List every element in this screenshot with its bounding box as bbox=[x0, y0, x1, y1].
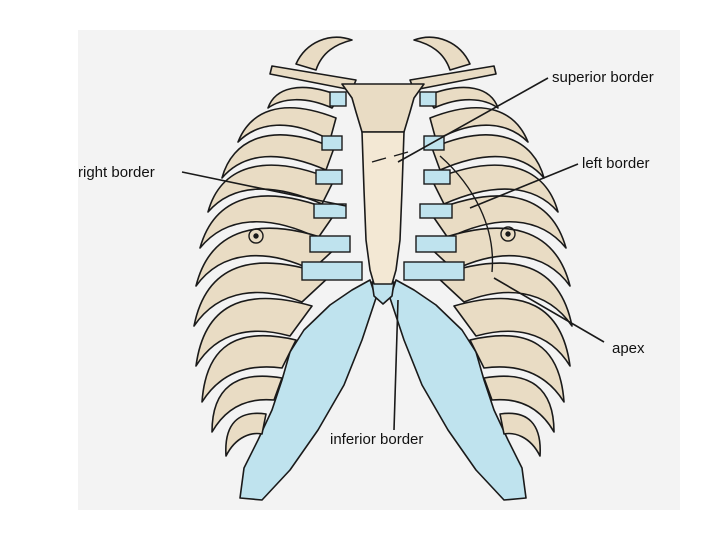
cartilage-r1 bbox=[419, 91, 437, 107]
leader-superior-border bbox=[397, 77, 549, 163]
left-rib-10 bbox=[211, 375, 283, 433]
left-rib-1 bbox=[267, 86, 341, 109]
right-rib-9 bbox=[469, 334, 565, 403]
cartilage-l1 bbox=[329, 91, 347, 107]
costal-margin-cartilage bbox=[239, 279, 527, 501]
right-rib-5 bbox=[429, 195, 567, 249]
cartilage-l6 bbox=[301, 261, 363, 281]
leader-right-border bbox=[181, 171, 347, 207]
left-rib-7 bbox=[193, 262, 331, 327]
cartilage-r5 bbox=[415, 235, 457, 253]
leader-apex bbox=[493, 277, 605, 343]
cartilage-l3 bbox=[315, 169, 343, 185]
left-rib-6 bbox=[195, 227, 341, 287]
right-rib-8 bbox=[453, 297, 571, 367]
leader-lines bbox=[181, 77, 605, 431]
leader-inferior-border bbox=[393, 299, 399, 431]
left-first-rib-top bbox=[295, 36, 353, 71]
left-nipple-marker bbox=[248, 228, 264, 244]
left-rib-5 bbox=[199, 195, 337, 249]
heart-outline bbox=[371, 151, 494, 273]
label-left-border: left border bbox=[582, 155, 650, 172]
left-rib-4 bbox=[207, 164, 335, 213]
label-inferior-border: inferior border bbox=[330, 431, 423, 448]
cartilage-r3 bbox=[423, 169, 451, 185]
left-rib-8 bbox=[195, 297, 313, 367]
right-nipple-marker bbox=[500, 226, 516, 242]
leader-left-border bbox=[469, 163, 579, 209]
label-apex: apex bbox=[612, 340, 645, 357]
left-rib-3 bbox=[221, 134, 335, 179]
cartilage-r6 bbox=[403, 261, 465, 281]
cartilage-r4 bbox=[419, 203, 453, 219]
right-rib-10 bbox=[483, 375, 555, 433]
left-rib-2 bbox=[237, 106, 337, 143]
left-rib-11 bbox=[225, 412, 267, 457]
sternum-body bbox=[361, 131, 405, 285]
right-nipple-dot bbox=[505, 231, 511, 237]
right-ribs bbox=[425, 86, 573, 457]
left-rib-9 bbox=[201, 334, 297, 403]
right-rib-2 bbox=[429, 106, 529, 143]
cartilage-l4 bbox=[313, 203, 347, 219]
heart-superior-dash bbox=[371, 151, 409, 163]
sternum bbox=[341, 83, 425, 285]
manubrium bbox=[341, 83, 425, 133]
sternal-cartilages bbox=[301, 91, 465, 281]
label-right-border: right border bbox=[78, 164, 155, 181]
left-ribs bbox=[193, 86, 341, 457]
right-rib-11 bbox=[499, 412, 541, 457]
right-rib-4 bbox=[431, 164, 559, 213]
cartilage-l5 bbox=[309, 235, 351, 253]
right-costal-cartilage bbox=[389, 279, 527, 501]
label-superior-border: superior border bbox=[552, 69, 654, 86]
left-costal-cartilage bbox=[239, 279, 377, 501]
clavicles bbox=[269, 36, 497, 91]
heart-left-border-line bbox=[439, 155, 494, 273]
left-nipple-dot bbox=[253, 233, 259, 239]
right-first-rib-top bbox=[413, 36, 471, 71]
right-rib-7 bbox=[435, 262, 573, 327]
cartilage-l2 bbox=[321, 135, 343, 151]
right-rib-1 bbox=[425, 86, 499, 109]
nipple-markers bbox=[248, 226, 516, 244]
